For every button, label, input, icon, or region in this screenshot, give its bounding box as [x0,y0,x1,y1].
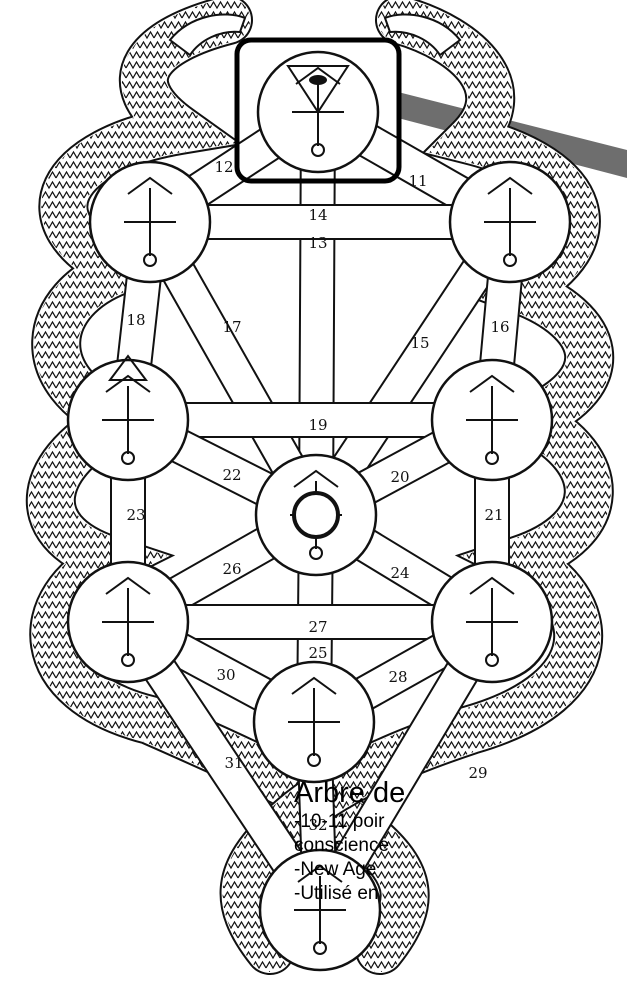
tiphereth-ring [294,493,338,537]
path-number: 12 [214,158,233,176]
path-number: 13 [308,234,327,252]
path-number: 21 [484,506,503,524]
path-number: 23 [126,506,145,524]
path-number: 14 [308,206,327,224]
path-number: 15 [410,334,429,352]
path-number: 20 [390,468,409,486]
path-number: 30 [216,666,235,684]
caption-line-2: conscience [294,834,627,858]
sphere-hod [68,562,188,682]
sphere-yesod [254,662,374,782]
path-number: 16 [490,318,509,336]
path-number: 25 [308,644,327,662]
sphere-chesed [432,360,552,480]
path-number: 31 [224,754,243,772]
path-number: 27 [308,618,327,636]
path-number: 26 [222,560,241,578]
sphere-netzach [432,562,552,682]
path-number: 19 [308,416,327,434]
path-number: 24 [390,564,409,582]
caption-line-4: -Utilisé en [294,882,627,906]
path-number: 17 [222,318,241,336]
sphere-chokmah [450,162,570,282]
caption-title: Arbre de [294,776,627,810]
path-number: 11 [408,172,427,190]
sphere-geburah [68,360,188,480]
path-number: 18 [126,311,145,329]
caption-line-3: -New Age [294,858,627,882]
sphere-binah [90,162,210,282]
caption-line-1: -10-11 poir [294,810,627,834]
eye-icon [309,75,327,85]
path-number: 22 [222,466,241,484]
caption: Arbre de -10-11 poir conscience -New Age… [294,776,627,906]
path-number: 28 [388,668,407,686]
